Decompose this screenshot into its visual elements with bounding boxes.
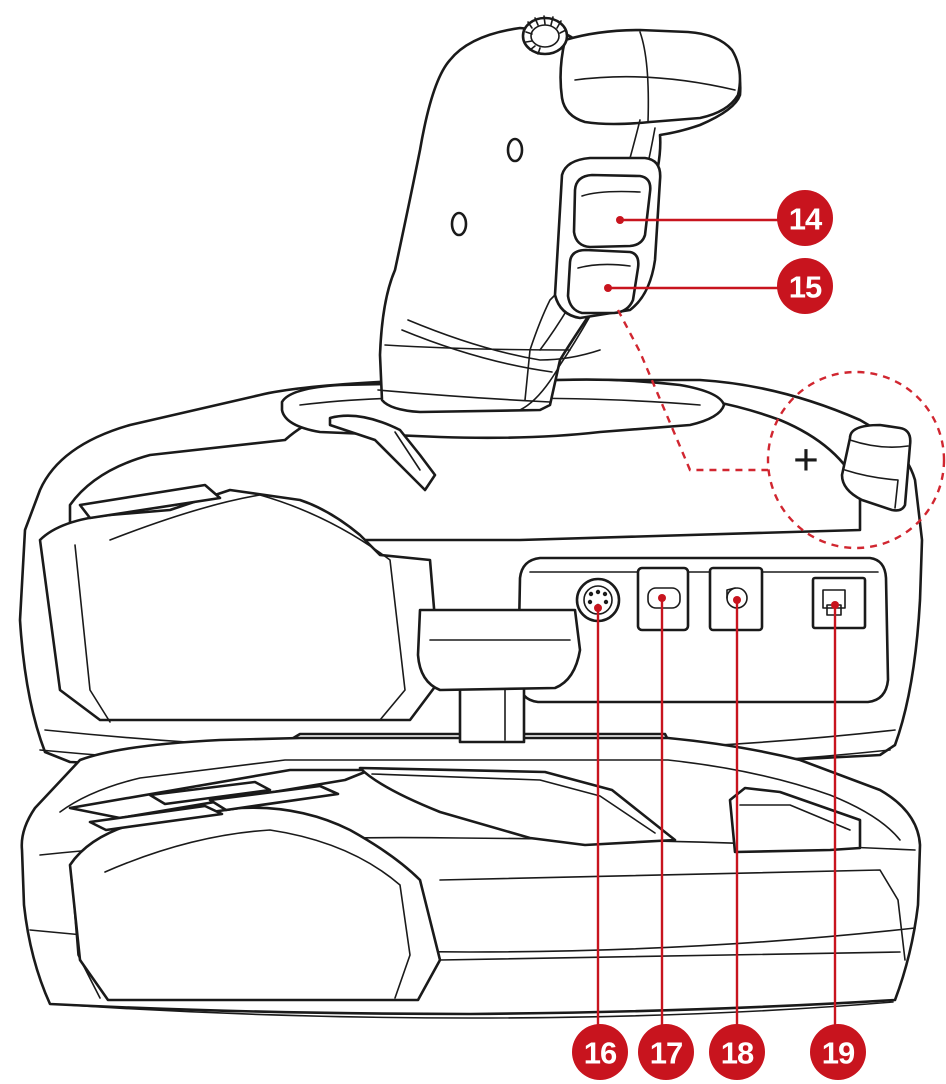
joystick-grip <box>377 15 742 414</box>
inset-circle <box>766 370 946 550</box>
side-button-lower <box>566 248 640 315</box>
svg-text:19: 19 <box>822 1036 855 1071</box>
svg-text:16: 16 <box>584 1036 617 1071</box>
callout-18: 18 <box>709 1024 765 1080</box>
callout-16: 16 <box>572 1024 628 1080</box>
callout-leaders <box>594 216 839 1030</box>
callout-19: 19 <box>810 1024 866 1080</box>
joystick-shaft <box>416 608 582 744</box>
detail-inset: + <box>616 309 946 550</box>
rj-port <box>811 576 867 630</box>
inset-leader-line <box>616 309 768 472</box>
side-button-upper <box>572 173 652 249</box>
spare-button-cap <box>840 423 912 512</box>
connector-panel <box>516 556 890 704</box>
svg-text:18: 18 <box>721 1036 754 1071</box>
svg-text:15: 15 <box>789 270 822 305</box>
callout-15: 15 <box>777 258 833 314</box>
inset-plus-symbol: + <box>793 436 819 485</box>
scroll-wheel <box>521 15 569 56</box>
callout-17: 17 <box>638 1024 694 1080</box>
callout-14: 14 <box>777 190 833 246</box>
base-shell <box>20 736 922 1019</box>
svg-text:14: 14 <box>789 202 823 237</box>
svg-text:17: 17 <box>650 1036 682 1071</box>
